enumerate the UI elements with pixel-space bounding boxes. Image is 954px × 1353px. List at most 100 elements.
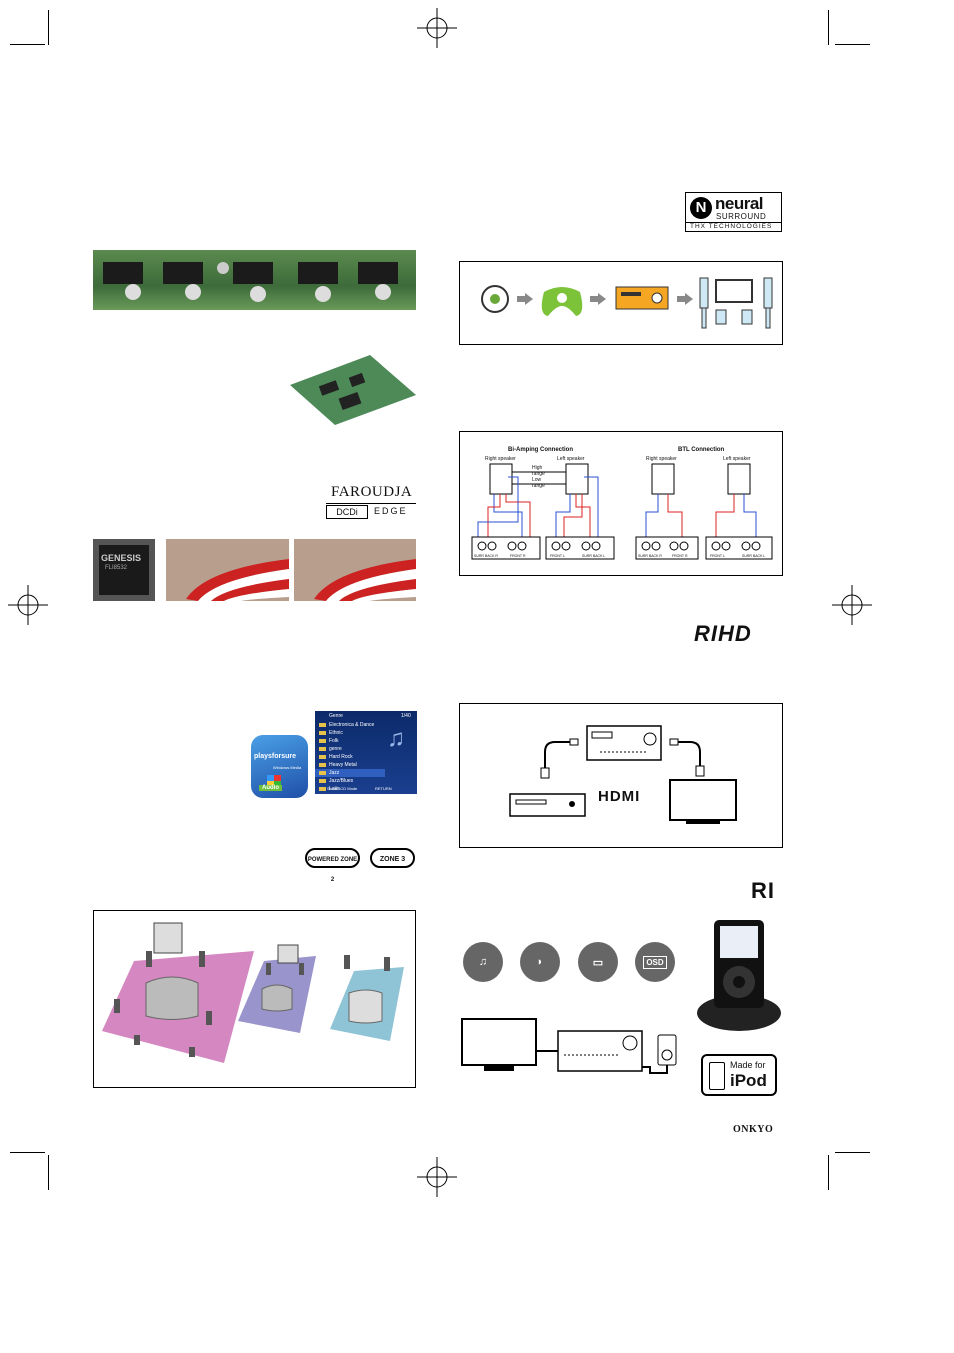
- neural-sub: SURROUND: [716, 212, 767, 221]
- crop-mark: [835, 44, 870, 45]
- left-speaker-label-btl: Left speaker: [723, 456, 751, 462]
- menu-item[interactable]: Jazz: [315, 769, 385, 777]
- menu-item[interactable]: Latin: [315, 785, 385, 793]
- menu-item[interactable]: Folk: [315, 737, 385, 745]
- arrow-icon: [677, 293, 693, 305]
- speaker-wiring-box: Bi-Amping Connection BTL Connection Righ…: [459, 431, 783, 576]
- crop-mark: [10, 1152, 45, 1153]
- receiver-icon: [615, 286, 669, 310]
- arrow-icon: [590, 293, 606, 305]
- menu-header: Genre: [329, 713, 343, 719]
- speaker-system-icon: [699, 277, 773, 329]
- genesis-chip-photo: GENESIS FLI8532: [93, 539, 155, 601]
- zone2-logo: POWERED ZONE 2: [305, 848, 360, 883]
- menu-footer-right: RETURN: [375, 786, 392, 791]
- genesis-chip-name: GENESIS: [101, 553, 142, 563]
- menu-item[interactable]: Hard Rock: [315, 753, 385, 761]
- osd-icon: OSD: [635, 942, 675, 982]
- crop-mark: [828, 10, 829, 45]
- genesis-chip-model: FLI8532: [105, 565, 128, 571]
- zone3-label: ZONE 3: [379, 856, 406, 863]
- crop-mark: [48, 10, 49, 45]
- right-speaker-label-btl: Right speaker: [646, 456, 677, 462]
- bi-amping-title: Bi-Amping Connection: [508, 447, 573, 453]
- flag-photo-before: [166, 539, 289, 601]
- terminal-label: FRONT L: [550, 554, 565, 558]
- crop-mark: [10, 44, 45, 45]
- windows-flag-icon: [267, 775, 281, 787]
- onkyo-logo: ONKYO: [733, 1124, 774, 1135]
- neural-surround-logo: N neural SURROUND THX TECHNOLOGIES: [685, 192, 782, 232]
- playsforsure-title: playsforsure: [254, 753, 297, 760]
- high-range-label: High range: [532, 465, 545, 477]
- menu-item[interactable]: Metal: [315, 793, 385, 794]
- osd-label: OSD: [643, 955, 667, 969]
- playsforsure-badge: Audio: [259, 785, 282, 791]
- terminal-label: FRONT R: [672, 554, 688, 558]
- ipod-dock-photo: [697, 920, 781, 1031]
- terminal-label: FRONT L: [710, 554, 725, 558]
- made-for-ipod-logo: Made for iPod: [701, 1054, 777, 1096]
- zone2-label: POWERED ZONE 2: [307, 857, 358, 883]
- right-speaker-label: Right speaker: [485, 456, 516, 462]
- crop-mark: [828, 1155, 829, 1190]
- registration-mark-right: [832, 585, 872, 625]
- ri-logo: RI: [751, 878, 775, 903]
- terminal-label: SURR BACK R: [638, 554, 662, 558]
- left-speaker-label: Left speaker: [557, 456, 585, 462]
- ipod-icon: [709, 1062, 725, 1090]
- game-controller-icon: [541, 287, 583, 316]
- btl-title: BTL Connection: [678, 447, 725, 453]
- battery-charge-icon: ▭: [578, 942, 618, 982]
- flag-image: [186, 559, 289, 601]
- terminal-label: FRONT R: [510, 554, 526, 558]
- music-note-icon: ♫: [387, 725, 405, 752]
- rihd-logo: RIHD: [694, 621, 752, 646]
- terminal-label: SURR BACK L: [582, 554, 606, 558]
- playsforsure-sub: Windows Media: [273, 765, 302, 770]
- faroudja-dcdi: DCDi: [336, 507, 358, 517]
- neural-maker: THX TECHNOLOGIES: [690, 223, 773, 230]
- wiring-diagram: [471, 463, 773, 560]
- menu-count: 1/40: [401, 713, 411, 719]
- neural-name: neural: [715, 194, 764, 213]
- zone3-logo: ZONE 3: [370, 848, 415, 868]
- music-control-icon: ♫: [463, 942, 503, 982]
- hdmi-diagram: [509, 725, 737, 824]
- menu-item[interactable]: Ethnic: [315, 729, 385, 737]
- zone-rooms-diagram: [102, 922, 404, 1063]
- arrow-icon: [517, 293, 533, 305]
- hdmi-connection-box: HDMI: [459, 703, 783, 848]
- menu-footer-left: Show LCD Mode: [327, 786, 358, 791]
- faroudja-rule: [326, 503, 416, 504]
- menu-item[interactable]: genre: [315, 745, 385, 753]
- hdmi-logo: HDMI: [598, 788, 641, 805]
- registration-mark-top: [417, 8, 457, 48]
- ri-connection-diagram: [461, 1018, 677, 1074]
- flag-image: [314, 559, 416, 601]
- amplifier-board-photo: [93, 250, 416, 310]
- crop-mark: [48, 1155, 49, 1190]
- faroudja-logo: FAROUDJA: [331, 484, 413, 500]
- zone-rooms-box: [93, 910, 416, 1088]
- amplifier-chips-image: [103, 262, 398, 302]
- faroudja-dcdi-box: DCDi: [326, 505, 368, 519]
- terminal-label: SURR BACK R: [474, 554, 498, 558]
- neural-n-icon: N: [690, 197, 712, 219]
- neural-divider: [686, 222, 781, 223]
- crop-mark: [835, 1152, 870, 1153]
- playsforsure-logo: playsforsure Windows Media Audio: [251, 735, 308, 798]
- terminal-label: SURR BACK L: [742, 554, 766, 558]
- signal-chain-box: [459, 261, 783, 345]
- disc-icon: [481, 285, 509, 313]
- registration-mark-bottom: [417, 1157, 457, 1197]
- low-range-label: Low range: [532, 477, 545, 489]
- menu-item[interactable]: Electronica & Dance: [315, 721, 385, 729]
- flag-photo-after: [294, 539, 416, 601]
- remote-control-icon: ◗: [520, 942, 560, 982]
- menu-item[interactable]: Jazz/Blues: [315, 777, 385, 785]
- registration-mark-left: [8, 585, 48, 625]
- menu-item[interactable]: Heavy Metal: [315, 761, 385, 769]
